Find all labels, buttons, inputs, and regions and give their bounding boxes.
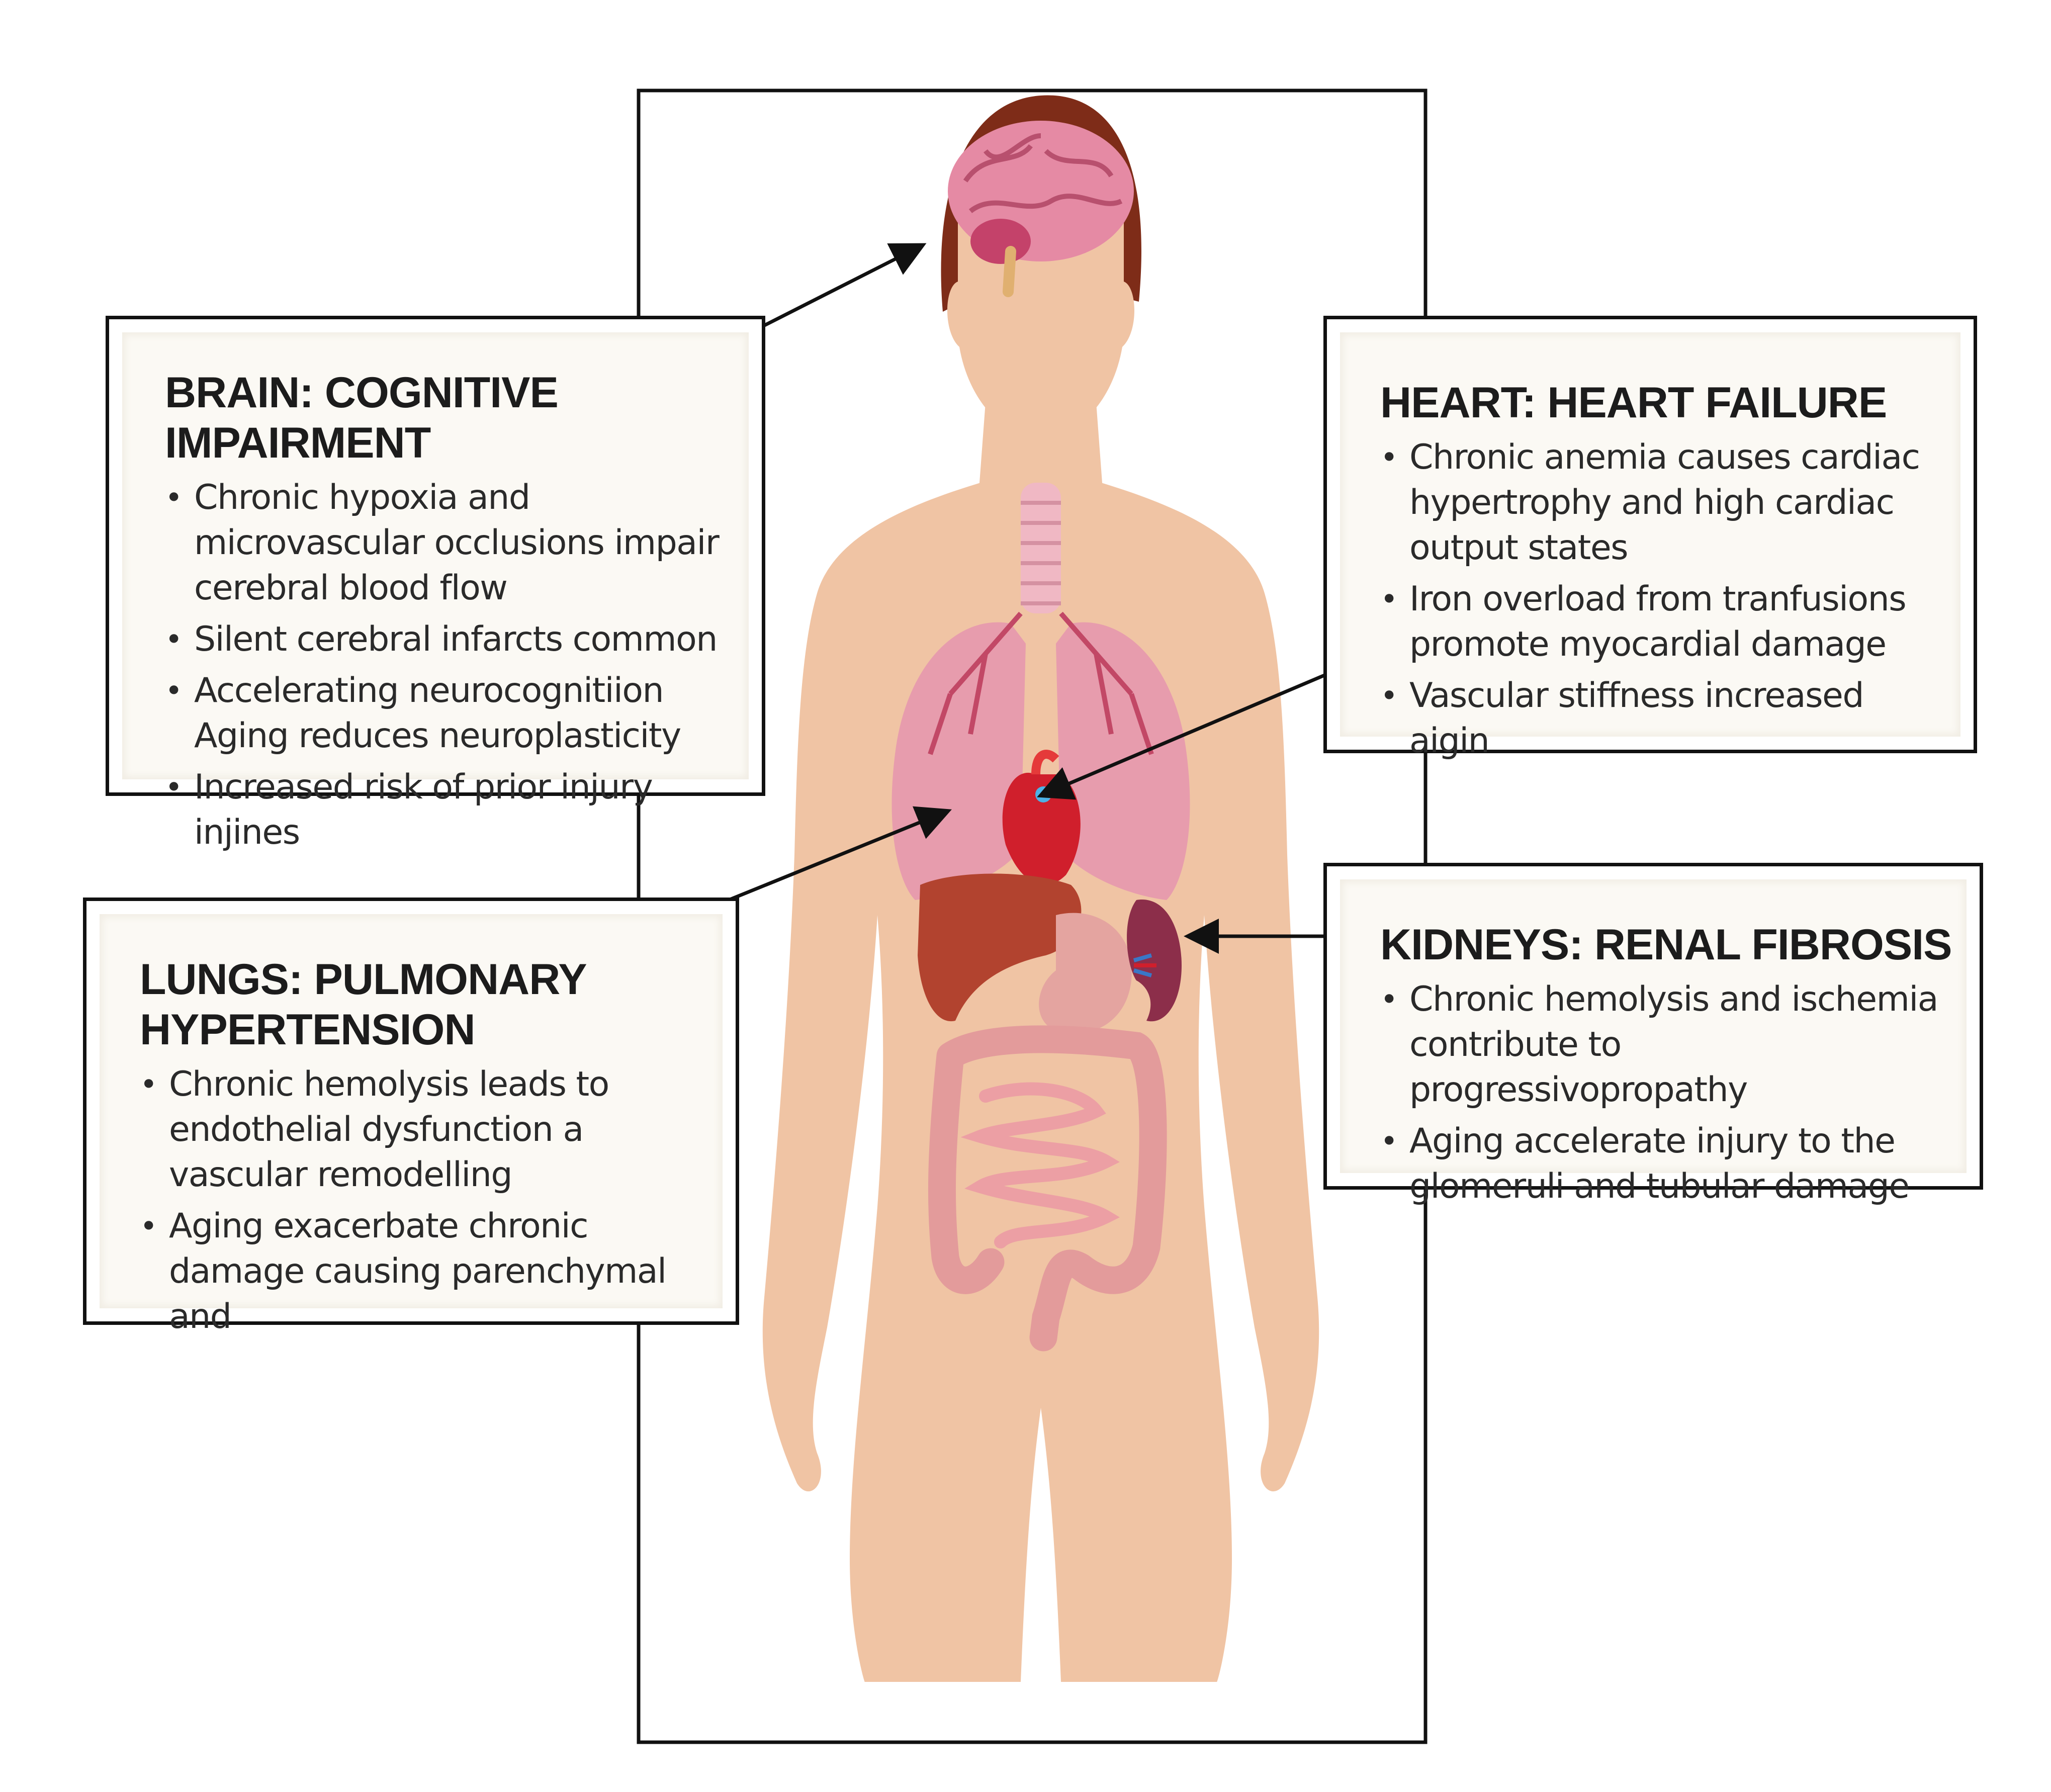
brain-callout-body: BRAIN: COGNITIVE IMPAIRMENT Chronic hypo… <box>122 332 749 852</box>
liver-organ <box>918 873 1082 1022</box>
heart-callout: HEART: HEART FAILURE Chronic anemia caus… <box>1323 316 1977 761</box>
brain-callout: BRAIN: COGNITIVE IMPAIRMENT Chronic hypo… <box>106 316 765 852</box>
stomach-organ <box>1039 913 1132 1034</box>
kidneys-callout: KIDNEYS: RENAL FIBROSIS Chronic hemolysi… <box>1323 863 1983 1206</box>
lungs-bullet-1: Chronic hemolysis leads to endothelial d… <box>140 1062 707 1198</box>
lungs-callout: LUNGS: PULMONARY HYPERTENSION Chronic he… <box>83 898 739 1336</box>
brain-bullet-4: Aging reduces neuroplasticity <box>194 716 681 756</box>
heart-bullet-3: Vascular stiffness increased aigin <box>1380 673 1945 764</box>
brain-bullet-3: Accelerating neurocognitiion <box>165 668 729 713</box>
brain-organ <box>948 121 1134 297</box>
neck <box>978 402 1104 503</box>
heart-bullet-2: Iron overload from tranfusions promote m… <box>1380 577 1945 667</box>
kidneys-bullet-1: Chronic hemolysis and ischemia contribut… <box>1380 977 1956 1113</box>
intestines-organ <box>928 1025 1167 1352</box>
heart-callout-body: HEART: HEART FAILURE Chronic anemia caus… <box>1340 332 1960 761</box>
kidney-organ <box>1127 900 1182 1022</box>
brain-title: BRAIN: COGNITIVE IMPAIRMENT <box>165 369 559 467</box>
lungs-title: LUNGS: PULMONARY HYPERTENSION <box>140 955 586 1054</box>
kidneys-title: KIDNEYS: RENAL FIBROSIS <box>1380 921 1952 969</box>
heart-bullets: Chronic anemia causes cardiac hypertroph… <box>1380 435 1945 764</box>
heart-title: HEART: HEART FAILURE <box>1380 379 1887 427</box>
arrow-heart <box>1037 659 1359 800</box>
lungs-bullet-2: Aging exacerbate chronic damage causing … <box>140 1204 707 1339</box>
brain-bullet-1: Chronic hypoxia and microvascular occlus… <box>165 475 729 611</box>
brain-bullet-5: Increased risk of prior injury injines <box>165 765 729 855</box>
kidneys-callout-body: KIDNEYS: RENAL FIBROSIS Chronic hemolysi… <box>1340 879 1967 1206</box>
brain-bullets: Chronic hypoxia and microvascular occlus… <box>165 475 729 855</box>
lungs-callout-body: LUNGS: PULMONARY HYPERTENSION Chronic he… <box>100 914 723 1336</box>
lungs-bullets: Chronic hemolysis leads to endothelial d… <box>140 1062 707 1339</box>
trachea-organ <box>1021 483 1061 613</box>
heart-bullet-1: Chronic anemia causes cardiac hypertroph… <box>1380 435 1945 571</box>
kidneys-bullet-2: Aging accelerate injury to the glomeruli… <box>1380 1119 1956 1209</box>
kidneys-bullets: Chronic hemolysis and ischemia contribut… <box>1380 977 1956 1209</box>
brain-bullet-2: Silent cerebral infarcts common <box>165 617 729 662</box>
